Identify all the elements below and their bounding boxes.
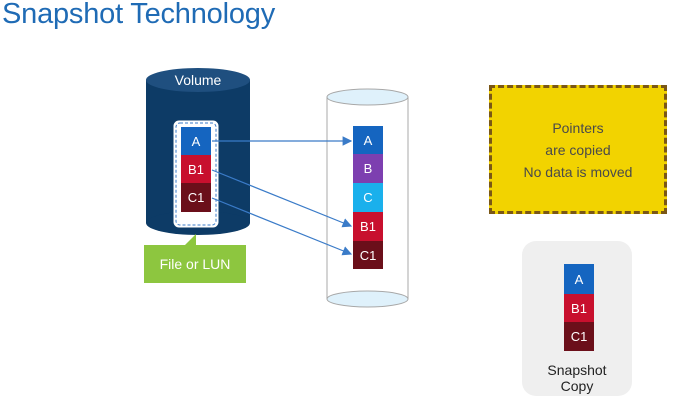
pointer-arrow-c1 (211, 197, 353, 256)
storage-block-c1: C1 (353, 241, 383, 269)
snapshot-label-line-1: Snapshot (547, 362, 607, 378)
storage-block-b1: B1 (353, 212, 383, 241)
snapshot-block-b1: B1 (564, 294, 594, 322)
pointer-arrow-b1 (211, 169, 353, 228)
snapshot-label-line-2: Copy (560, 378, 594, 394)
note-line-2: are copied (545, 141, 611, 158)
storage-block-b: B (353, 154, 383, 183)
volume-block-b1: B1 (181, 155, 211, 183)
page-title: Snapshot Technology (2, 0, 275, 30)
pointers-note: Pointers are copied No data is moved (489, 85, 667, 214)
snapshot-block-c1: C1 (564, 322, 594, 351)
file-or-lun-tag: File or LUN (144, 245, 246, 283)
snapshot-copy-label: Snapshot Copy (522, 362, 632, 394)
file-selection-dash (175, 122, 217, 226)
storage-cylinder (326, 88, 409, 308)
storage-block-a: A (353, 126, 383, 154)
storage-block-c: C (353, 183, 383, 212)
volume-block-a: A (181, 127, 211, 155)
snapshot-block-a: A (564, 264, 594, 294)
volume-block-c1: C1 (181, 183, 211, 212)
volume-label: Volume (174, 72, 222, 88)
note-line-3: No data is moved (523, 163, 633, 180)
tag-pointer (185, 234, 196, 245)
note-line-1: Pointers (552, 119, 604, 136)
